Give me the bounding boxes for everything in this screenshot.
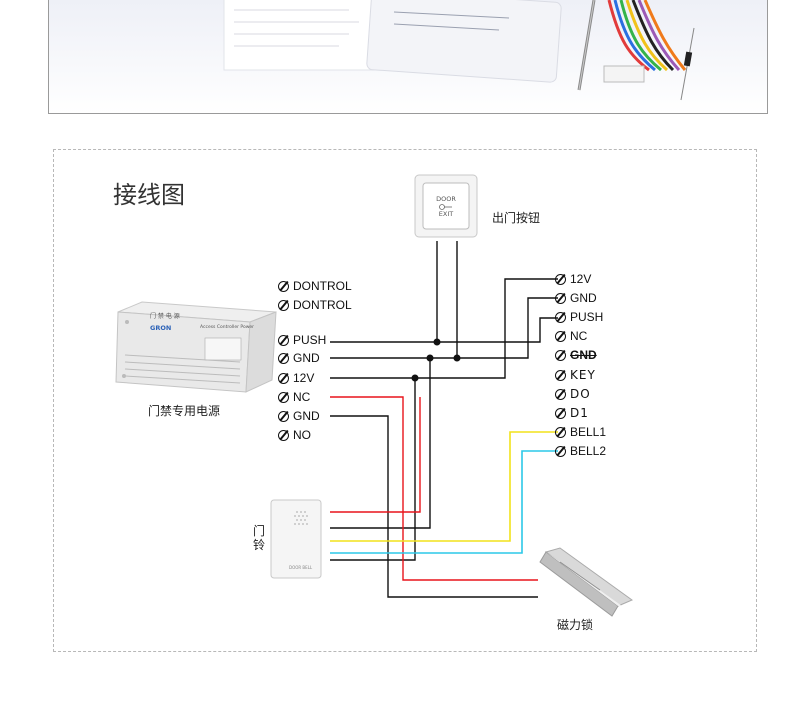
power-terminal-gnd-2: GND xyxy=(278,408,320,424)
screw-terminal-icon xyxy=(555,311,566,323)
controller-terminal-label: NC xyxy=(570,329,588,343)
power-terminal-dontrol-1: DONTROL xyxy=(278,278,352,294)
controller-terminal-label: KEY xyxy=(570,368,596,382)
diagram-title: 接线图 xyxy=(113,181,185,209)
screw-terminal-icon xyxy=(555,330,566,342)
screw-terminal-icon xyxy=(555,369,566,381)
exit-button-device: DOOR EXIT xyxy=(414,174,478,238)
controller-terminal-label: GND xyxy=(570,348,597,362)
power-supply-caption: 门禁专用电源 xyxy=(148,404,221,418)
screw-terminal-icon xyxy=(278,334,289,346)
controller-terminal-gnd: GND xyxy=(555,290,597,306)
power-terminal-nc: NC xyxy=(278,389,310,405)
magnetic-lock-caption: 磁力锁 xyxy=(557,618,594,632)
power-terminal-label: DONTROL xyxy=(293,298,352,312)
power-terminal-no: NO xyxy=(278,427,311,443)
controller-terminal-bell2: BELL2 xyxy=(555,443,606,459)
screw-terminal-icon xyxy=(555,407,566,419)
power-supply-label-en: Access Controller Power xyxy=(200,324,254,330)
exit-button-caption: 出门按钮 xyxy=(492,211,541,225)
controller-terminal-key: KEY xyxy=(555,367,596,383)
controller-terminal-label: BELL1 xyxy=(570,425,607,439)
controller-terminal-nc: NC xyxy=(555,328,587,344)
screw-terminal-icon xyxy=(278,299,289,311)
power-terminal-dontrol-2: DONTROL xyxy=(278,297,352,313)
exit-button-face-top: DOOR xyxy=(436,195,456,203)
screw-terminal-icon xyxy=(555,349,566,361)
controller-terminal-label: PUSH xyxy=(570,310,604,324)
power-terminal-label: NC xyxy=(293,390,311,404)
controller-terminal-gnd-2: GND xyxy=(555,347,597,363)
screw-terminal-icon xyxy=(555,273,566,285)
controller-terminal-do: DO xyxy=(555,386,591,402)
screw-terminal-icon xyxy=(555,388,566,400)
controller-terminal-label: BELL2 xyxy=(570,444,607,458)
power-terminal-label: GND xyxy=(293,409,320,423)
screw-terminal-icon xyxy=(278,372,289,384)
doorbell-caption-line1: 门 xyxy=(253,524,266,538)
screw-terminal-icon xyxy=(278,352,289,364)
doorbell-face-text: DOOR BELL xyxy=(289,565,313,570)
screw-terminal-icon xyxy=(278,280,289,292)
controller-terminal-12v: 12V xyxy=(555,271,591,287)
doorbell-caption: 门 铃 xyxy=(253,524,265,552)
exit-button-face-bottom: EXIT xyxy=(439,210,453,218)
power-terminal-label: PUSH xyxy=(293,333,327,347)
accessories-photo xyxy=(223,0,695,101)
power-terminal-label: 12V xyxy=(293,371,315,385)
controller-terminal-d1: D1 xyxy=(555,405,589,421)
power-terminal-12v: 12V xyxy=(278,370,314,386)
controller-terminal-push: PUSH xyxy=(555,309,603,325)
power-terminal-push: PUSH xyxy=(278,332,326,348)
screw-terminal-icon xyxy=(555,292,566,304)
power-terminal-gnd: GND xyxy=(278,350,320,366)
wiring-diagram-frame xyxy=(53,149,757,652)
power-supply-device: 门 禁 电 源 GRON Access Controller Power xyxy=(115,301,277,393)
screw-terminal-icon xyxy=(555,426,566,438)
controller-terminal-label: D1 xyxy=(570,406,589,420)
magnetic-lock-device xyxy=(539,547,634,617)
doorbell-device: DOOR BELL xyxy=(270,499,322,579)
screw-terminal-icon xyxy=(278,391,289,403)
screw-terminal-icon xyxy=(278,429,289,441)
product-photo-strip xyxy=(48,0,768,114)
controller-terminal-label: DO xyxy=(570,387,591,401)
power-supply-label-cn: 门 禁 电 源 xyxy=(150,312,180,320)
power-terminal-label: GND xyxy=(293,351,320,365)
controller-terminal-label: GND xyxy=(570,291,597,305)
power-supply-brand: GRON xyxy=(150,324,171,332)
controller-terminal-bell1: BELL1 xyxy=(555,424,606,440)
power-terminal-label: NO xyxy=(293,428,311,442)
doorbell-caption-line2: 铃 xyxy=(253,538,266,552)
power-terminal-label: DONTROL xyxy=(293,279,352,293)
screw-terminal-icon xyxy=(555,445,566,457)
screw-terminal-icon xyxy=(278,410,289,422)
controller-terminal-label: 12V xyxy=(570,272,592,286)
